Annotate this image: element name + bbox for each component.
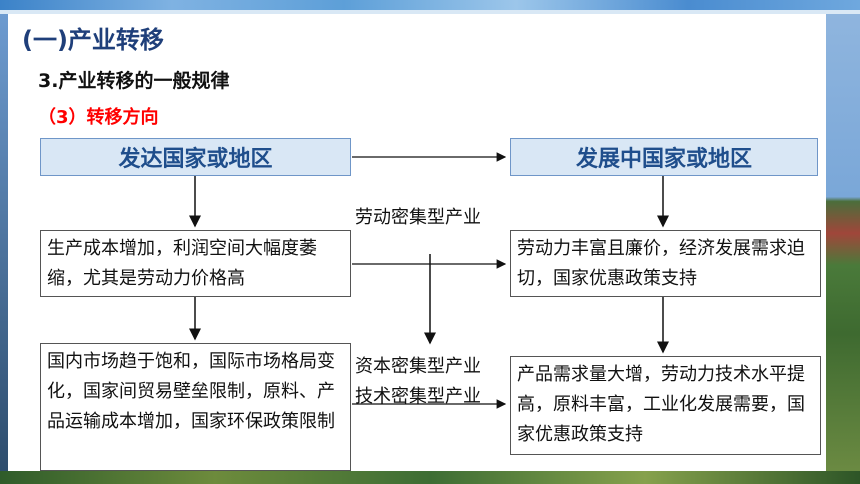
left-photo-strip <box>0 14 8 471</box>
bottom-photo-strip <box>0 471 860 484</box>
capital-intensive-label: 资本密集型产业 <box>355 356 481 377</box>
source-reason-box-1: 生产成本增加，利润空间大幅度萎缩，尤其是劳动力价格高 <box>40 230 351 297</box>
section-heading: （3）转移方向 <box>38 107 159 128</box>
subtitle: 3.产业转移的一般规律 <box>38 70 230 92</box>
labor-intensive-label: 劳动密集型产业 <box>355 207 481 228</box>
page-title: (一)产业转移 <box>22 26 164 54</box>
destination-reason-box-1: 劳动力丰富且廉价，经济发展需求迫切，国家优惠政策支持 <box>510 230 821 297</box>
right-photo-strip <box>826 14 860 471</box>
technology-intensive-label: 技术密集型产业 <box>355 386 481 407</box>
top-photo-strip <box>0 0 860 14</box>
destination-reason-box-2: 产品需求量大增，劳动力技术水平提高，原料丰富，工业化发展需要，国家优惠政策支持 <box>510 356 821 455</box>
source-heading-box: 发达国家或地区 <box>40 138 351 176</box>
destination-heading-box: 发展中国家或地区 <box>510 138 818 176</box>
source-reason-box-2: 国内市场趋于饱和，国际市场格局变化，国家间贸易壁垒限制，原料、产品运输成本增加，… <box>40 343 351 471</box>
